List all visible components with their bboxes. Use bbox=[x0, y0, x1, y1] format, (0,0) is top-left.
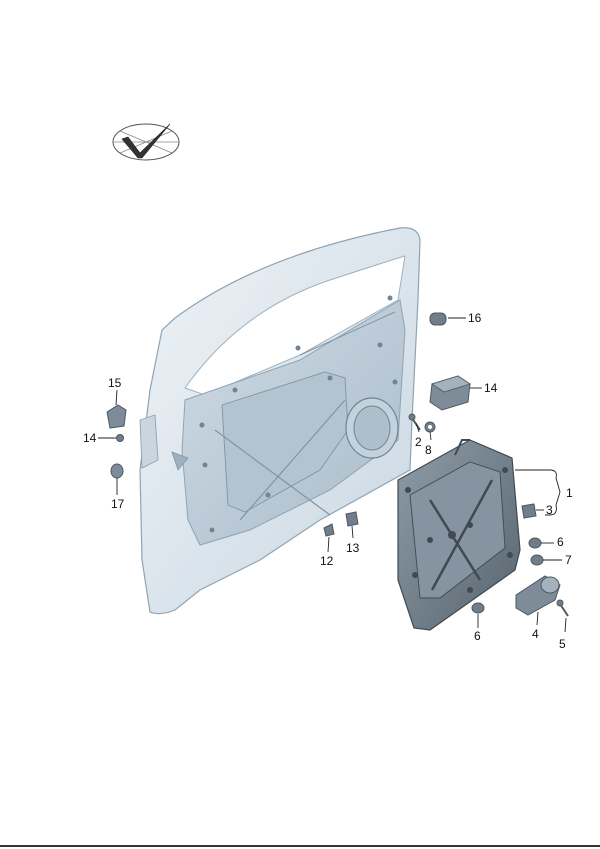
window-regulator-assembly bbox=[397, 439, 521, 631]
part-6-washer-lower bbox=[471, 602, 485, 614]
callout-17: 17 bbox=[111, 497, 125, 511]
door-shell bbox=[139, 227, 421, 615]
callout-3: 2 bbox=[415, 435, 422, 449]
callout-12: 12 bbox=[320, 554, 334, 568]
part-2-clip bbox=[521, 503, 537, 519]
callout-13: 13 bbox=[346, 541, 360, 555]
part-8-control-unit bbox=[429, 375, 471, 411]
part-12-clip bbox=[323, 523, 335, 537]
callout-14: 14 bbox=[83, 431, 97, 445]
callout-8: 14 bbox=[484, 381, 498, 395]
callout-15: 15 bbox=[108, 376, 122, 390]
callout-7: 7 bbox=[565, 553, 572, 567]
part-15-cap bbox=[106, 404, 127, 429]
part-10-nut bbox=[424, 421, 436, 433]
part-6-washer bbox=[528, 537, 542, 549]
callout-6-lower: 6 bbox=[474, 629, 481, 643]
part-4-motor bbox=[515, 575, 561, 616]
callout-10: 8 bbox=[425, 443, 432, 457]
part-16-grommet bbox=[429, 312, 447, 326]
part-5-screw bbox=[556, 599, 569, 617]
callout-1: 1 bbox=[566, 486, 573, 500]
part-13-clip bbox=[345, 511, 359, 527]
part-17-plug bbox=[110, 463, 124, 479]
callout-6-upper: 6 bbox=[557, 535, 564, 549]
callout-5: 5 bbox=[559, 637, 566, 651]
callout-4: 4 bbox=[532, 627, 539, 641]
callout-layer: 16 14 2 8 15 14 17 12 13 1 3 6 7 6 4 5 bbox=[83, 311, 573, 651]
callout-2: 3 bbox=[546, 503, 553, 517]
audi-check-logo bbox=[112, 123, 180, 161]
bottom-rule bbox=[0, 845, 600, 847]
part-14-screw bbox=[116, 434, 124, 442]
part-7-nut bbox=[530, 554, 544, 566]
callout-16: 16 bbox=[468, 311, 482, 325]
